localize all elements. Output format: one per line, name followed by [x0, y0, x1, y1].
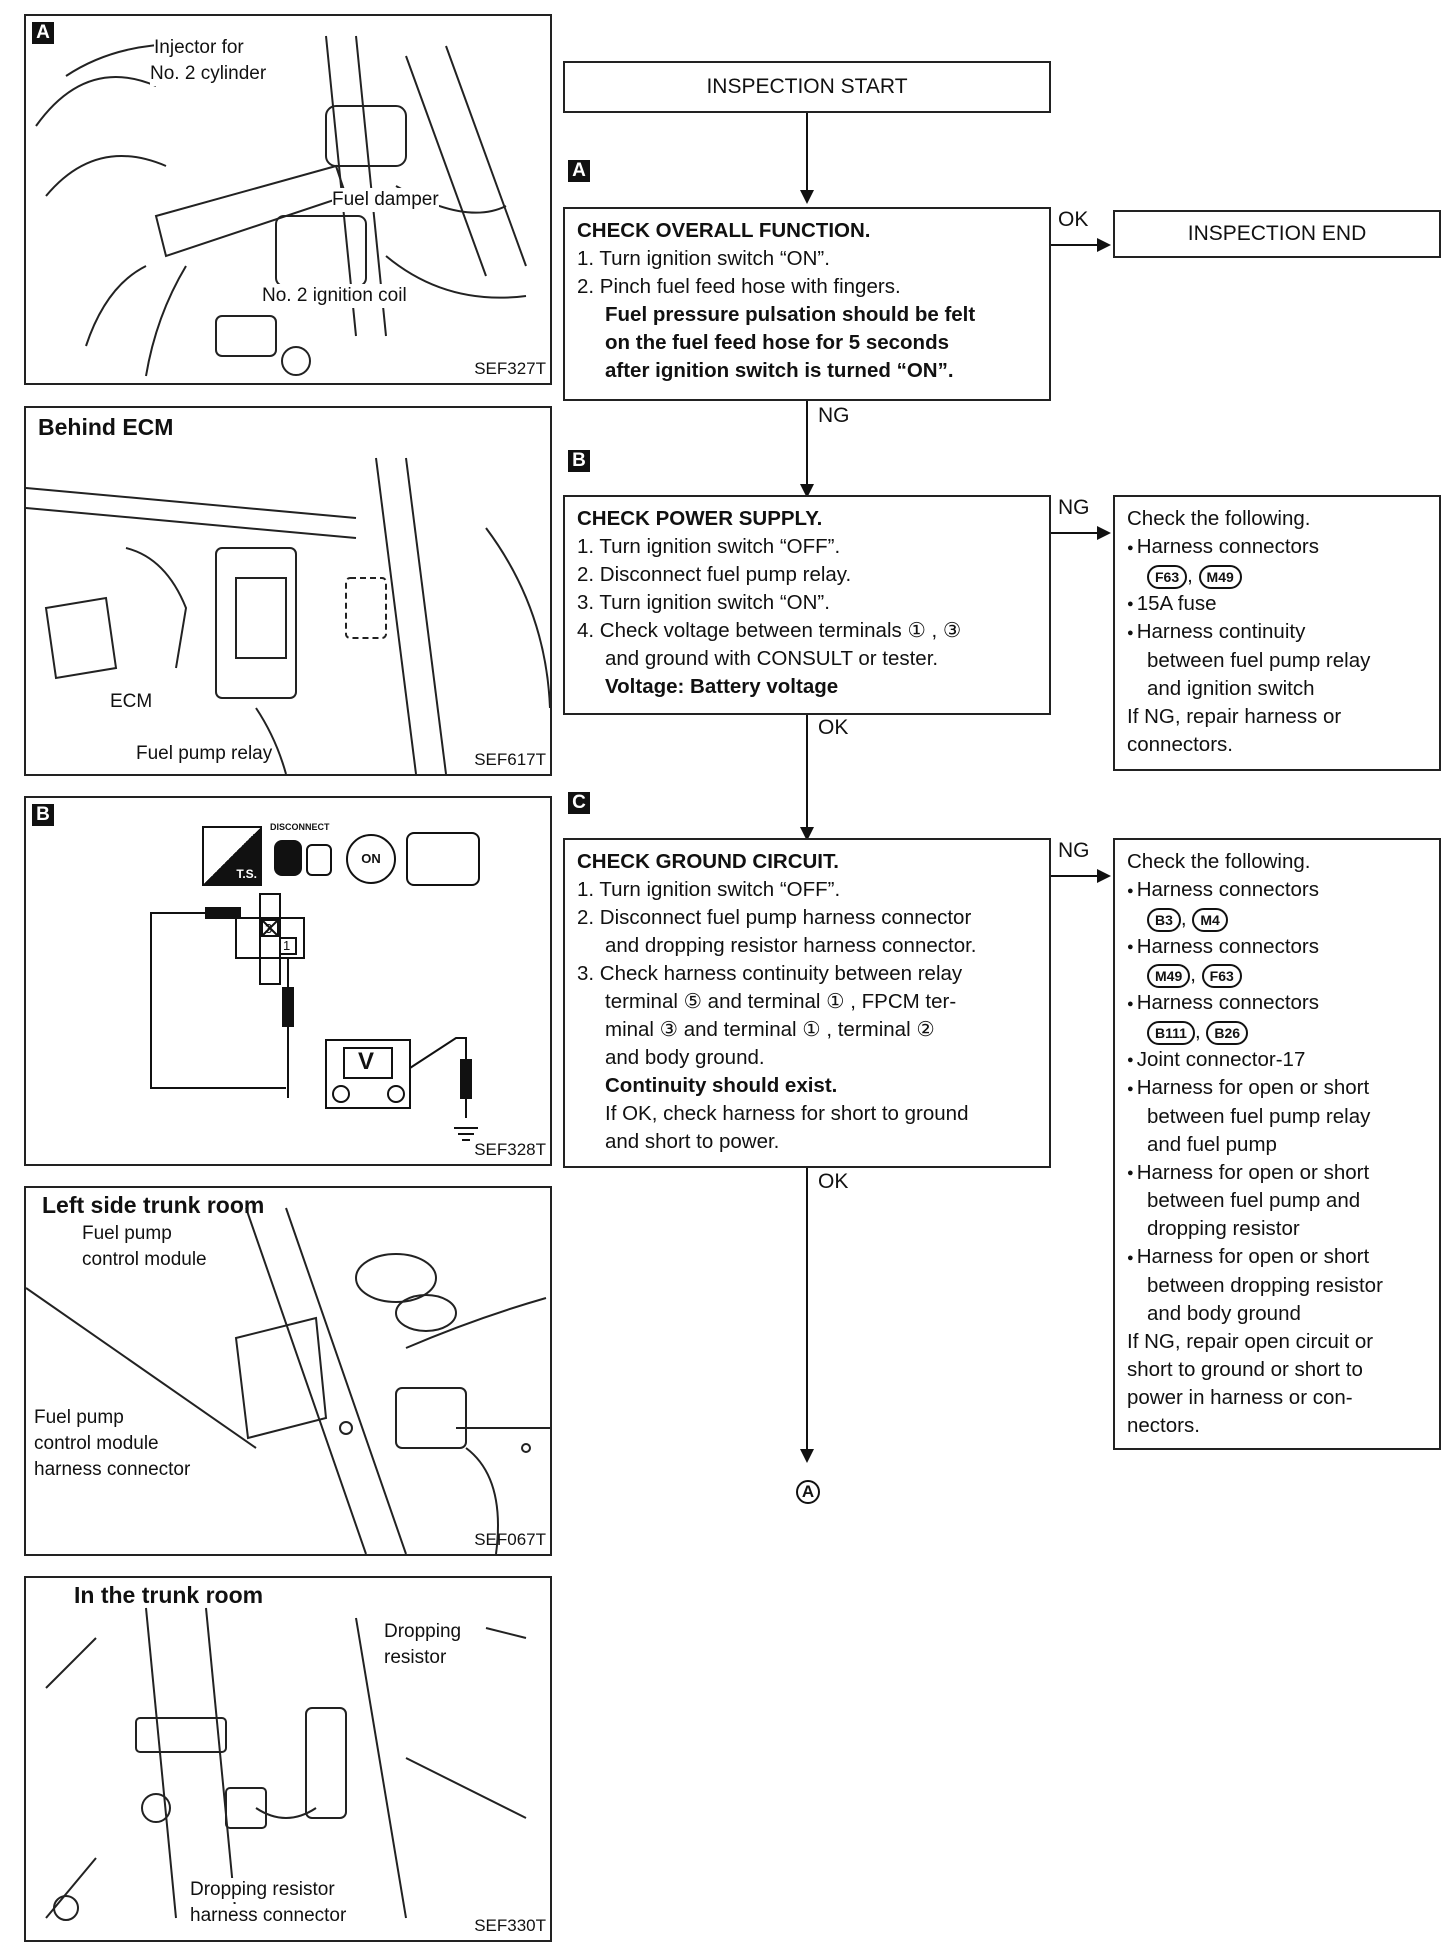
- step-title: CHECK OVERALL FUNCTION.: [577, 219, 871, 242]
- label-fuel-damper: Fuel damper: [332, 188, 439, 212]
- ng-label: NG: [1058, 496, 1090, 519]
- label-injector-2: No. 2 cylinder: [150, 62, 267, 86]
- connector-badge: M4: [1192, 907, 1228, 932]
- connector-badge: M49: [1147, 964, 1191, 989]
- trunk-illustration: [45, 1607, 527, 1921]
- label-ecm: ECM: [110, 690, 153, 714]
- step-check-ground: CHECK GROUND CIRCUIT. 1. Turn ignition s…: [563, 838, 1051, 1168]
- figure-left-trunk: Left side trunk room Fuel pump control m…: [24, 1186, 552, 1556]
- step-tag-c: C: [568, 792, 590, 814]
- ok-label: OK: [818, 716, 849, 739]
- ok-label: OK: [818, 1170, 849, 1193]
- label-fuel-pump-relay: Fuel pump relay: [136, 742, 273, 766]
- connector-badge: M49: [1198, 564, 1242, 589]
- ng-label: NG: [1058, 839, 1090, 862]
- ok-label: OK: [1058, 208, 1089, 231]
- inspection-end: INSPECTION END: [1113, 210, 1441, 258]
- figure-trunk-room: In the trunk room Dropping resistor Drop…: [24, 1576, 552, 1942]
- connector-badge: B26: [1206, 1020, 1249, 1045]
- trunk-left-illustration: [26, 1207, 550, 1554]
- figure-behind-ecm: Behind ECM ECM Fuel pump relay SEF617T: [24, 406, 552, 776]
- label-dr-conn-1: Dropping resistor: [190, 1878, 335, 1902]
- label-fpcm-conn-1: Fuel pump: [34, 1406, 124, 1430]
- inspection-start: INSPECTION START: [563, 61, 1051, 113]
- label-ignition-coil: No. 2 ignition coil: [262, 284, 407, 308]
- figure-ref: SEF327T: [474, 359, 546, 378]
- result-ground-circuit: Check the following. Harness connectors …: [1113, 838, 1441, 1450]
- label-fpcm-conn-3: harness connector: [34, 1458, 191, 1482]
- ts-icon: T.S.: [202, 826, 262, 886]
- step-check-overall: CHECK OVERALL FUNCTION. 1. Turn ignition…: [563, 207, 1051, 401]
- ignition-on-icon: ON: [346, 834, 396, 884]
- step-title: CHECK POWER SUPPLY.: [577, 507, 823, 530]
- figure-ref: SEF617T: [474, 750, 546, 769]
- disconnect-icon: DISCONNECT: [270, 822, 336, 886]
- engine-icon: [406, 832, 480, 886]
- step-check-power: CHECK POWER SUPPLY. 1. Turn ignition swi…: [563, 495, 1051, 715]
- connector-badge: B3: [1147, 907, 1181, 932]
- voltmeter-label: V: [358, 1048, 375, 1075]
- terminal-3: 3: [265, 921, 273, 936]
- panel-title: Behind ECM: [38, 414, 174, 440]
- label-injector-1: Injector for: [154, 36, 244, 60]
- step-title: CHECK GROUND CIRCUIT.: [577, 850, 839, 873]
- step-tag-b: B: [568, 450, 590, 472]
- step-tag-a: A: [568, 160, 590, 182]
- ecm-illustration: [26, 457, 550, 774]
- figure-ref: SEF067T: [474, 1530, 546, 1549]
- label-fpcm-2: control module: [82, 1248, 207, 1272]
- label-dr-conn-2: harness connector: [190, 1904, 347, 1928]
- figure-ref: SEF328T: [474, 1140, 546, 1159]
- panel-tag-a: A: [32, 22, 54, 44]
- panel-tag-b: B: [32, 804, 54, 826]
- result-power-supply: Check the following. Harness connectors …: [1113, 495, 1441, 771]
- figure-voltage-check: B T.S. DISCONNECT ON: [24, 796, 552, 1166]
- panel-title: In the trunk room: [74, 1582, 264, 1608]
- figure-injector: A Injector for No. 2 cylinder Fuel dampe…: [24, 14, 552, 385]
- connector-badge: F63: [1147, 564, 1188, 589]
- label-dropping-resistor-1: Dropping: [384, 1620, 462, 1644]
- ng-label: NG: [818, 404, 850, 427]
- engine-illustration: [35, 35, 527, 377]
- label-fpcm-1: Fuel pump: [82, 1222, 172, 1246]
- connector-badge: B111: [1147, 1020, 1195, 1045]
- label-fpcm-conn-2: control module: [34, 1432, 159, 1456]
- figure-ref: SEF330T: [474, 1916, 546, 1935]
- label-dropping-resistor-2: resistor: [384, 1646, 447, 1670]
- panel-title: Left side trunk room: [42, 1192, 265, 1218]
- connector-badge: F63: [1201, 964, 1242, 989]
- goto-a-marker: A: [796, 1480, 820, 1504]
- terminal-1: 1: [283, 938, 291, 953]
- circuit-diagram: [150, 893, 478, 1141]
